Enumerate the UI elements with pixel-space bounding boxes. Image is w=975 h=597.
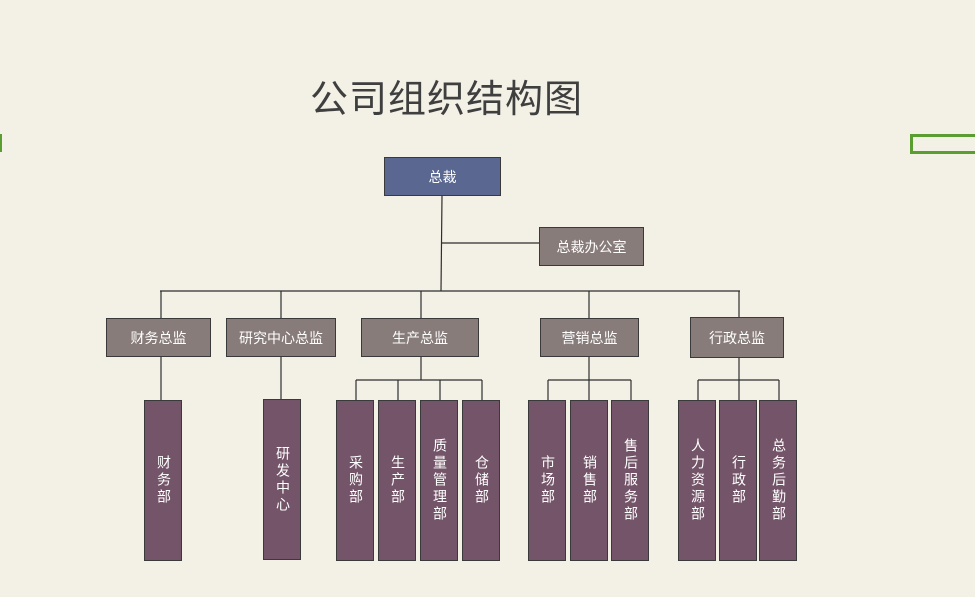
dept-label: 财务部 — [155, 455, 171, 506]
cell-selection-left — [0, 134, 2, 152]
dept-sales[interactable]: 销售部 — [570, 400, 608, 561]
dept-warehouse[interactable]: 仓储部 — [462, 400, 500, 561]
dept-logistics[interactable]: 总务后勤部 — [759, 400, 797, 561]
dept-label: 总务后勤部 — [770, 438, 786, 523]
dept-label: 研发中心 — [274, 445, 290, 514]
dept-label: 生产部 — [389, 455, 405, 506]
director-production[interactable]: 生产总监 — [361, 318, 479, 357]
dept-quality[interactable]: 质量管理部 — [420, 400, 458, 561]
dept-research[interactable]: 研发中心 — [263, 399, 301, 560]
dept-label: 售后服务部 — [622, 438, 638, 523]
dept-hr[interactable]: 人力资源部 — [678, 400, 716, 561]
dept-label: 市场部 — [539, 455, 555, 506]
ceo-office-box[interactable]: 总裁办公室 — [539, 227, 644, 266]
ceo-box[interactable]: 总裁 — [384, 157, 501, 196]
dept-purchasing[interactable]: 采购部 — [336, 400, 374, 561]
dept-manufacturing[interactable]: 生产部 — [378, 400, 416, 561]
dept-label: 人力资源部 — [689, 438, 705, 523]
director-finance[interactable]: 财务总监 — [106, 318, 211, 357]
dept-label: 质量管理部 — [431, 438, 447, 523]
dept-administration[interactable]: 行政部 — [719, 400, 757, 561]
dept-finance[interactable]: 财务部 — [144, 400, 182, 561]
director-research[interactable]: 研究中心总监 — [226, 318, 336, 357]
dept-label: 销售部 — [581, 455, 597, 506]
dept-label: 仓储部 — [473, 455, 489, 506]
dept-label: 行政部 — [730, 455, 746, 506]
dept-label: 采购部 — [347, 455, 363, 506]
dept-market[interactable]: 市场部 — [528, 400, 566, 561]
chart-title: 公司组织结构图 — [310, 77, 584, 121]
cell-selection-right[interactable] — [910, 134, 975, 154]
dept-after-sales[interactable]: 售后服务部 — [611, 400, 649, 561]
director-marketing[interactable]: 营销总监 — [540, 318, 639, 357]
director-admin[interactable]: 行政总监 — [690, 317, 784, 358]
